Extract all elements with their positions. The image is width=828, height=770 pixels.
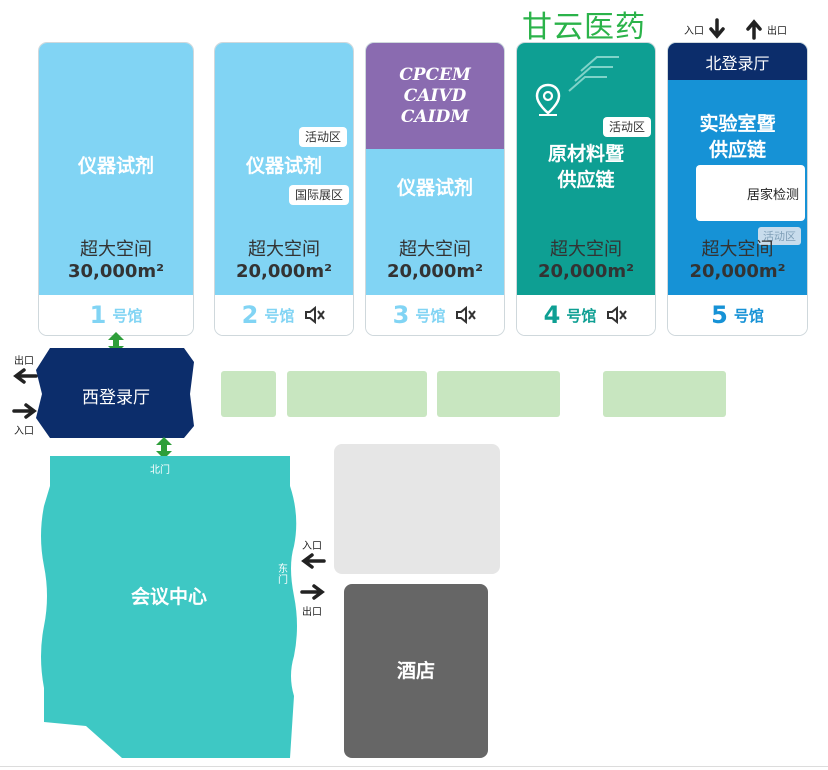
north-lobby-header[interactable]: 北登录厅 <box>668 43 807 80</box>
hall-2-body: 活动区 仪器试剂 国际展区 超大空间 20,000m² <box>215 43 353 296</box>
hall-2[interactable]: 活动区 仪器试剂 国际展区 超大空间 20,000m² 2 号馆 <box>214 42 354 336</box>
hall-5-space: 超大空间 <box>701 239 774 260</box>
north-entrance[interactable]: 入口 <box>684 18 726 40</box>
speaker-mute-icon <box>305 305 326 325</box>
hall-5-footer: 5 号馆 <box>668 295 807 335</box>
hall-4-title-line2: 供应链 <box>557 169 615 191</box>
conference-center[interactable]: 北门 东门 会议中心 <box>38 456 300 758</box>
west-exit-label: 出口 <box>14 356 34 367</box>
hall-4-space: 超大空间 <box>550 239 622 260</box>
double-arrow-icon <box>156 437 172 459</box>
hall-1-number: 1 <box>89 301 107 329</box>
hall-4-title-line1: 原材料暨 <box>547 143 624 165</box>
chevron-stripes-icon <box>568 56 619 92</box>
hall-5-body: 北登录厅 实验室暨 供应链 居家检测 活动区 超大空间 20,000m² <box>668 43 807 296</box>
arrow-up-icon <box>746 19 762 40</box>
hall-1[interactable]: 仪器试剂 超大空间 30,000m² 1 号馆 <box>38 42 194 336</box>
hall-4-label: 号馆 <box>566 306 597 325</box>
gray-area-block <box>334 444 500 574</box>
hall-2-international-tag[interactable]: 国际展区 <box>288 185 349 205</box>
arrow-down-icon <box>709 18 725 39</box>
hall-1-area: 30,000m² <box>67 261 165 282</box>
conference-label: 会议中心 <box>130 586 207 608</box>
north-lobby-label: 北登录厅 <box>705 53 770 73</box>
hall-4-body: 活动区 原材料暨 供应链 超大空间 20,000m² <box>517 43 655 296</box>
hall-3-footer: 3 号馆 <box>366 295 504 335</box>
brand-title: 甘云医药 <box>522 10 646 45</box>
hall-2-space: 超大空间 <box>248 239 320 260</box>
area-block <box>437 371 560 417</box>
area-block <box>603 371 726 417</box>
hall-3-number: 3 <box>392 301 410 329</box>
hall-5-number: 5 <box>711 301 728 329</box>
hall-3-area: 20,000m² <box>386 261 484 282</box>
hall-3-banner: CPCEM CAIVD CAIDM <box>366 43 504 149</box>
bottom-divider <box>0 766 828 767</box>
east-exit-label: 出口 <box>302 607 322 618</box>
west-entrance-label: 入口 <box>14 426 34 437</box>
north-exit[interactable]: 出口 <box>745 18 787 40</box>
hall-5-area: 20,000m² <box>689 261 786 282</box>
hall-5-title-line1: 实验室暨 <box>699 113 776 135</box>
conference-center-shape <box>41 456 297 758</box>
arrow-right-icon[interactable] <box>12 402 38 420</box>
east-entrance-label: 入口 <box>302 541 322 552</box>
hotel-label: 酒店 <box>396 660 435 682</box>
hall-2-area: 20,000m² <box>235 261 333 282</box>
speaker-mute-icon <box>456 305 477 325</box>
banner-caivd: CAIVD <box>403 85 467 106</box>
hall-5-label: 号馆 <box>733 306 764 325</box>
hall-4[interactable]: 活动区 原材料暨 供应链 超大空间 20,000m² 4 号馆 <box>516 42 656 336</box>
speaker-mute-icon <box>607 305 628 325</box>
hall-3-title: 仪器试剂 <box>396 177 473 199</box>
hall-4-footer: 4 号馆 <box>517 295 655 335</box>
west-lobby[interactable]: 西登录厅 <box>36 348 196 438</box>
hotel[interactable]: 酒店 <box>344 584 488 758</box>
north-gate-label: 北门 <box>150 465 170 476</box>
hall-3-body: CPCEM CAIVD CAIDM 仪器试剂 超大空间 20,000m² <box>366 43 504 296</box>
hall-1-label: 号馆 <box>112 306 143 325</box>
north-in-label: 入口 <box>684 25 704 37</box>
home-testing-box[interactable]: 居家检测 <box>696 165 805 221</box>
hall-2-footer: 2 号馆 <box>215 295 353 335</box>
arrow-right-icon[interactable] <box>300 583 326 601</box>
hall-3[interactable]: CPCEM CAIVD CAIDM 仪器试剂 超大空间 20,000m² 3 号… <box>365 42 505 336</box>
banner-caidm: CAIDM <box>400 106 470 127</box>
hall-2-number: 2 <box>241 301 259 329</box>
hall-2-activity-tag[interactable]: 活动区 <box>298 127 347 147</box>
hall-3-label: 号馆 <box>415 306 446 325</box>
hall-2-label: 号馆 <box>264 306 295 325</box>
west-lobby-shape <box>36 348 194 438</box>
hall-1-title: 仪器试剂 <box>77 155 154 177</box>
east-gate-label: 东门 <box>278 564 288 586</box>
location-pin-icon[interactable] <box>535 83 561 117</box>
arrow-left-icon[interactable] <box>12 367 38 385</box>
west-lobby-label: 西登录厅 <box>82 388 150 408</box>
hall-5[interactable]: 北登录厅 实验室暨 供应链 居家检测 活动区 超大空间 20,000m² 5 号… <box>667 42 808 336</box>
hall-3-space: 超大空间 <box>399 239 471 260</box>
hall-1-footer: 1 号馆 <box>39 295 193 335</box>
hall-2-title: 仪器试剂 <box>245 155 322 177</box>
hall-1-body: 仪器试剂 超大空间 30,000m² <box>39 43 193 296</box>
hall-4-area: 20,000m² <box>537 261 635 282</box>
area-block <box>287 371 427 417</box>
area-block <box>221 371 276 417</box>
home-testing-label: 居家检测 <box>746 187 799 203</box>
hall-4-number: 4 <box>543 301 561 329</box>
hall-5-title-line2: 供应链 <box>708 139 766 161</box>
hall-1-space: 超大空间 <box>80 239 152 260</box>
hall-4-activity-tag[interactable]: 活动区 <box>602 117 651 137</box>
north-out-label: 出口 <box>767 25 787 37</box>
hall-5-activity-tag[interactable]: 活动区 <box>758 227 801 245</box>
banner-cpcem: CPCEM <box>399 64 471 85</box>
arrow-left-icon[interactable] <box>300 552 326 570</box>
